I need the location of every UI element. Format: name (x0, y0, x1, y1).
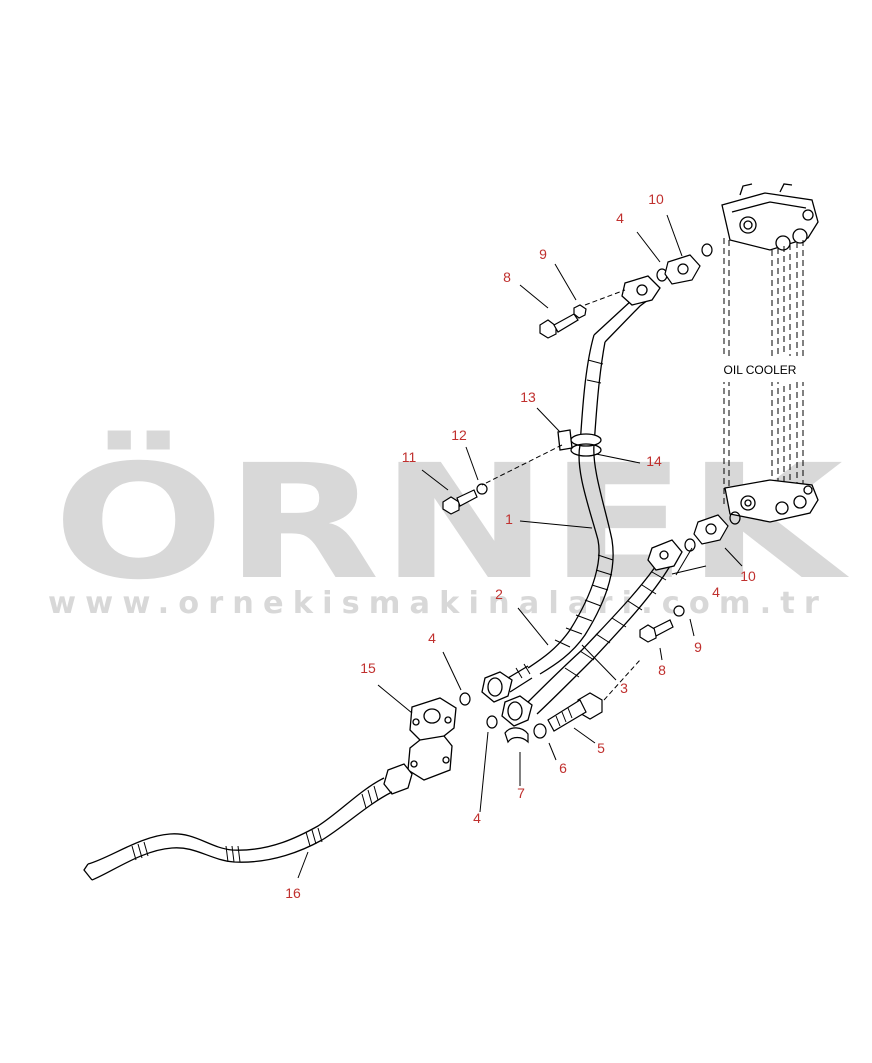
flange-upper (621, 275, 661, 306)
o-ring-4-mid (459, 692, 471, 706)
washer-12 (476, 483, 488, 495)
washer-6 (533, 723, 547, 739)
clamp (557, 429, 602, 457)
fitting-upper-tube-end (481, 663, 533, 703)
callout-4-upper: 4 (616, 210, 624, 226)
callout-2: 2 (495, 586, 503, 602)
oil-cooler-label-bg (712, 356, 808, 382)
plate-10-upper (664, 254, 701, 285)
oil-cooler-label: OIL COOLER (724, 363, 797, 377)
callout-4-mid: 4 (428, 630, 436, 646)
callout-5: 5 (597, 740, 605, 756)
bolt-8-upper (539, 313, 579, 339)
callouts: 1 2 3 4 4 4 4 5 6 7 8 8 9 9 10 10 11 12 … (285, 191, 756, 901)
callout-4-lower: 4 (473, 810, 481, 826)
bolt-5 (547, 692, 603, 732)
bolt-11 (442, 489, 478, 515)
washer-9-lower (673, 605, 685, 617)
plate-10-lower (693, 514, 729, 545)
callout-8-lower: 8 (658, 662, 666, 678)
callout-10-upper: 10 (648, 191, 664, 207)
callout-15: 15 (360, 660, 376, 676)
callout-11: 11 (402, 449, 417, 465)
callout-14: 14 (646, 453, 662, 469)
callout-3: 3 (620, 680, 628, 696)
callout-13: 13 (520, 389, 536, 405)
callout-16: 16 (285, 885, 301, 901)
callout-1: 1 (505, 511, 513, 527)
callout-8-upper: 8 (503, 269, 511, 285)
adapter-block-15 (407, 697, 457, 781)
oil-cooler (712, 183, 819, 523)
flange-lower-right (647, 539, 683, 571)
bolt-8-lower (639, 619, 674, 643)
nut-9-upper (573, 304, 587, 319)
o-ring-cooler-lower (729, 511, 741, 525)
callout-4-right: 4 (712, 584, 720, 600)
hose-16 (83, 763, 413, 881)
callout-12: 12 (451, 427, 467, 443)
o-ring-4-lower (486, 715, 498, 729)
callout-9-upper: 9 (539, 246, 547, 262)
leader-lines (297, 214, 743, 879)
callout-6: 6 (559, 760, 567, 776)
o-ring-cooler-upper (701, 243, 713, 257)
watermark-url: www.ornekismakinalari.com.tr (48, 586, 828, 621)
half-clamp-7 (504, 727, 529, 744)
callout-7: 7 (517, 785, 525, 801)
callout-9-lower: 9 (694, 639, 702, 655)
fitting-lower-tube-end (501, 695, 533, 727)
callout-10-lower: 10 (740, 568, 756, 584)
